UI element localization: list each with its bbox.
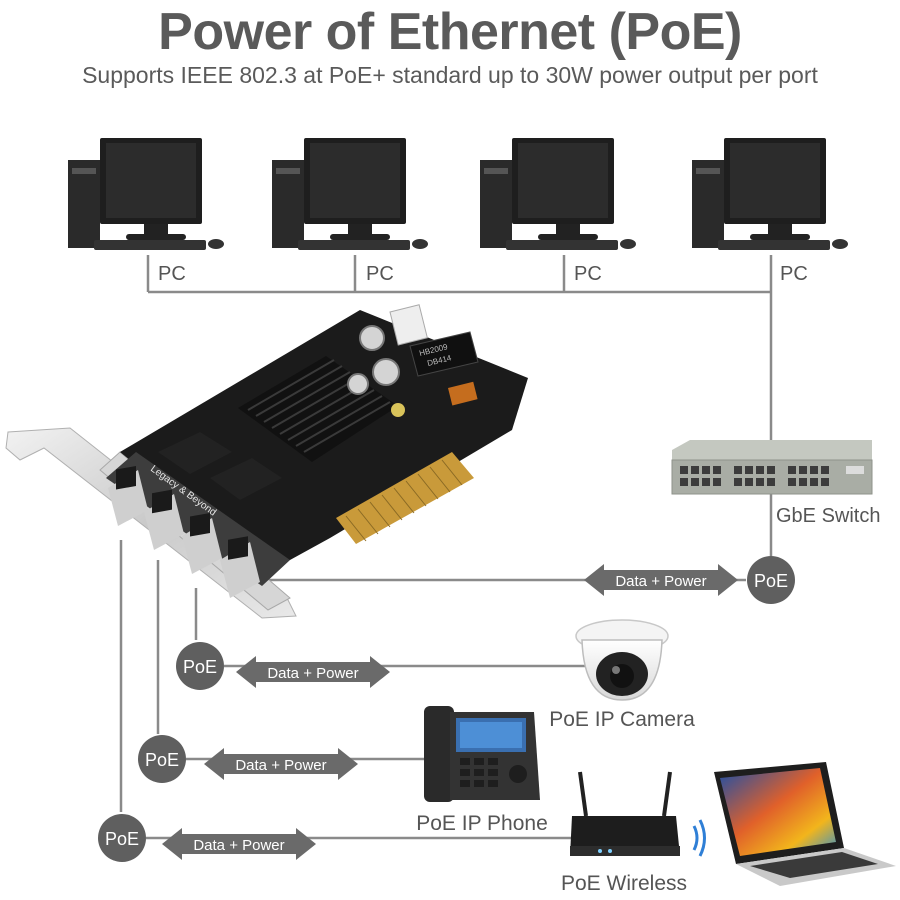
pc-label-3: PC (574, 263, 602, 285)
pc-label-2: PC (366, 263, 394, 285)
laptop-icon (714, 762, 896, 886)
arrow-label: Data + Power (235, 757, 326, 774)
tower-icon (68, 160, 100, 248)
arrow-camera-link: Data + Power (236, 656, 390, 688)
arrow-wireless-link: Data + Power (162, 828, 316, 860)
arrow-switch-link: Data + Power (584, 564, 738, 596)
poe-node-label: PoE (183, 657, 217, 677)
mouse-icon (832, 239, 848, 249)
gbe-switch: GbE Switch (671, 440, 880, 527)
poe-node-label: PoE (105, 829, 139, 849)
ip-phone-icon (424, 706, 540, 802)
rj45-port-1[interactable] (108, 466, 148, 526)
wireless-label: PoE Wireless (561, 872, 687, 895)
page-subtitle: Supports IEEE 802.3 at PoE+ standard up … (82, 62, 818, 88)
poe-node-label: PoE (145, 750, 179, 770)
wifi-signal-icon (692, 819, 706, 857)
pc-label-4: PC (780, 263, 808, 285)
rj45-port-2[interactable] (144, 489, 184, 550)
camera-label: PoE IP Camera (549, 708, 695, 731)
pcie-network-card: HB2009 DB414 (5, 304, 528, 619)
switch-body (671, 459, 873, 495)
poe-node-switch: PoE (747, 556, 795, 604)
capacitor-icon (359, 325, 385, 351)
pc-2 (272, 138, 428, 250)
tower-icon (480, 160, 512, 248)
handset (424, 706, 454, 802)
power-module (448, 381, 478, 406)
pc-label-1: PC (158, 263, 186, 285)
laptop-screen (720, 768, 836, 856)
poe-node-wireless: PoE (98, 814, 146, 862)
rj45-port-4[interactable] (220, 536, 260, 598)
power-connector (389, 304, 428, 346)
arrow-label: Data + Power (267, 665, 358, 682)
page-title: Power of Ethernet (PoE) (158, 3, 742, 61)
keyboard-icon (298, 240, 410, 250)
capacitor-icon (347, 373, 369, 395)
pc-row: PC PC PC PC (68, 138, 848, 285)
tower-icon (692, 160, 724, 248)
arrow-label: Data + Power (615, 573, 706, 590)
switch-ports (680, 466, 829, 486)
rj45-port-3[interactable] (182, 512, 222, 574)
pc-4 (692, 138, 848, 250)
capacitor-icon (391, 403, 405, 417)
mouse-icon (208, 239, 224, 249)
controller-chip (409, 331, 479, 377)
poe-node-camera: PoE (176, 642, 224, 690)
keyboard-icon (94, 240, 206, 250)
arrow-label: Data + Power (193, 837, 284, 854)
pcie-gold-edge (336, 452, 474, 544)
switch-label: GbE Switch (776, 505, 880, 527)
phone-label: PoE IP Phone (416, 812, 548, 835)
arrow-phone-link: Data + Power (204, 748, 358, 780)
wireless-router-icon (570, 771, 680, 856)
poe-node-label: PoE (754, 571, 788, 591)
tower-icon (272, 160, 304, 248)
mouse-icon (620, 239, 636, 249)
keyboard-icon (718, 240, 830, 250)
keyboard-icon (506, 240, 618, 250)
pc-1 (68, 138, 224, 250)
ip-camera-icon (575, 619, 669, 701)
capacitor-icon (372, 358, 400, 386)
mouse-icon (412, 239, 428, 249)
poe-node-phone: PoE (138, 735, 186, 783)
pc-3 (480, 138, 636, 250)
